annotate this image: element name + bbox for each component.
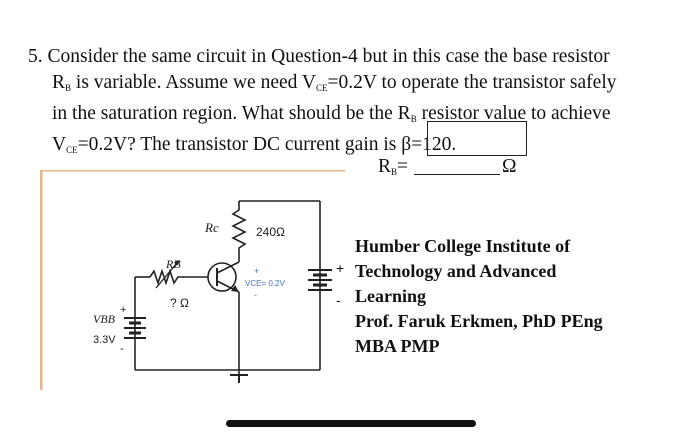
rb-label: RB (165, 257, 181, 271)
vbb-minus: - (120, 343, 124, 355)
rb-value: ? Ω (170, 296, 189, 310)
vce-label: VCE= 0.2V (245, 279, 285, 288)
vcc-minus: - (336, 292, 341, 308)
rc-value: 240Ω (256, 225, 285, 239)
rc-resistor (231, 201, 247, 262)
question-line-4: VCE=0.2V? The transistor DC current gain… (52, 134, 457, 155)
answer-blank[interactable] (414, 156, 501, 175)
question-line-2: RB is variable. Assume we need VCE=0.2V … (52, 72, 617, 93)
question-number: 5. (28, 46, 43, 67)
vce-minus: - (254, 290, 257, 300)
credits-line-4: Prof. Faruk Erkmen, PhD PEng (355, 311, 603, 331)
rb-resistor (149, 268, 208, 286)
circuit-svg: Rc 240Ω RB ? Ω VCE= 0.2V + - VBB 3.3V + … (39, 168, 345, 390)
vbb-label: VBB (93, 312, 116, 326)
credits-line-1: Humber College Institute of (355, 236, 571, 256)
rc-label: Rc (204, 220, 219, 235)
transistor-symbol (207, 262, 237, 292)
credits-line-5: MBA PMP (355, 336, 440, 356)
question-text: 5. Consider the same circuit in Question… (28, 44, 688, 163)
vbb-plus: + (120, 304, 126, 316)
answer-line: RB=Ω (378, 156, 517, 177)
beta-highlight-box (427, 121, 527, 156)
question-line-3: in the saturation region. What should be… (52, 103, 611, 124)
vce-plus: + (254, 266, 259, 276)
vcc-plus: + (336, 260, 345, 276)
emitter-arrow (231, 285, 239, 292)
credits-line-2: Technology and Advanced (355, 261, 557, 281)
question-line-1: 5. Consider the same circuit in Question… (28, 46, 610, 67)
circuit-diagram: Rc 240Ω RB ? Ω VCE= 0.2V + - VBB 3.3V + … (39, 168, 345, 390)
transistor-collector (216, 261, 240, 274)
credits-line-3: Learning (355, 286, 427, 306)
course-credits: Humber College Institute of Technology a… (355, 234, 603, 359)
home-indicator-bar[interactable] (226, 420, 476, 427)
vbb-value: 3.3V (93, 334, 116, 346)
